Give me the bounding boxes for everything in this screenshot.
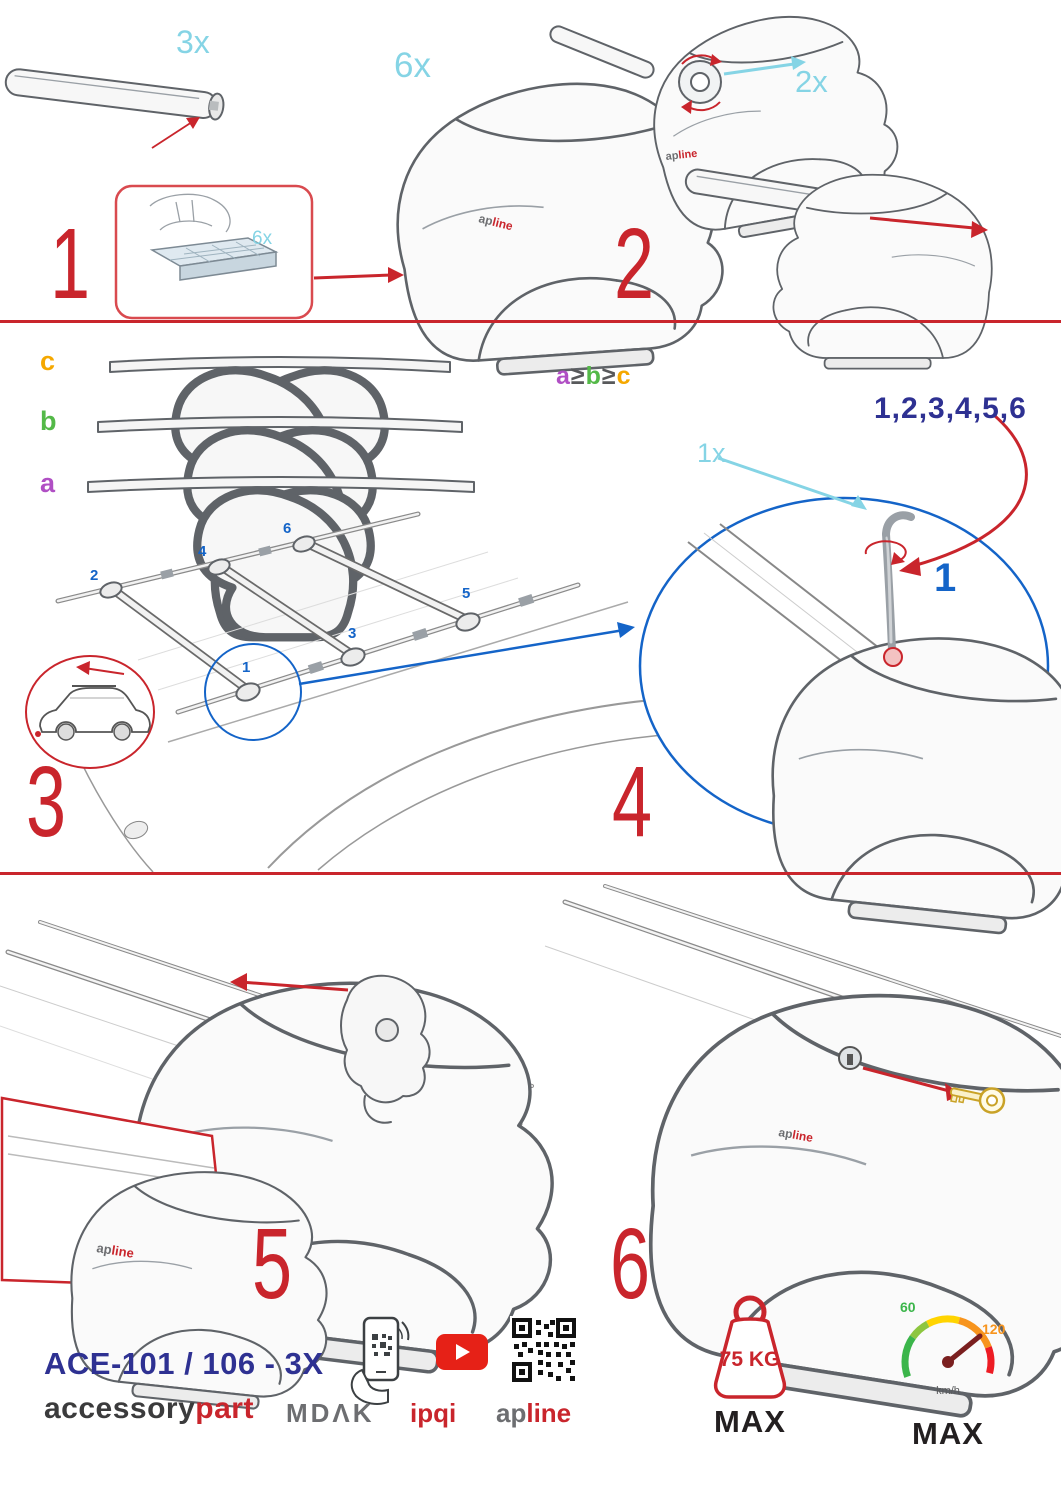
roof-mounting-illustration: 2 4 6 1 3 5 bbox=[55, 511, 677, 873]
step5-illustration: apline bbox=[0, 920, 583, 1416]
zoom-arrow bbox=[617, 622, 635, 638]
step5-number: 5 bbox=[252, 1208, 293, 1320]
bar-sizes-illustration bbox=[87, 356, 475, 639]
step1-number: 1 bbox=[50, 208, 91, 320]
apline-logo-on-foot: apline bbox=[777, 1125, 814, 1145]
max-speed-icon: 60 120 km/h bbox=[900, 1299, 1006, 1397]
step6-illustration: apline bbox=[544, 884, 1061, 1435]
section-divider bbox=[0, 320, 1061, 323]
insert-arrow bbox=[971, 221, 988, 238]
step4-number: 4 bbox=[612, 746, 653, 858]
qr-code bbox=[510, 1316, 578, 1384]
rule-a: a bbox=[556, 362, 571, 390]
knob-qty-label: 2x bbox=[795, 64, 828, 99]
tool-qty-label: 1x bbox=[697, 438, 726, 468]
attach-arrow bbox=[230, 973, 247, 991]
scan-phone-icon bbox=[350, 1316, 410, 1405]
crossbar-illustration bbox=[4, 68, 225, 121]
bar-label-a: a bbox=[40, 468, 56, 498]
zoom-source-circle bbox=[204, 643, 302, 741]
max-load-icon: 75 KG bbox=[713, 1295, 787, 1399]
apline-logo-on-foot: apline bbox=[477, 211, 514, 233]
knob-qty-arrow bbox=[791, 56, 806, 70]
key-icon bbox=[949, 1087, 1006, 1114]
rule-c: c bbox=[616, 362, 632, 390]
clamp-arm-illustration bbox=[340, 974, 431, 1124]
tension-bolt bbox=[883, 647, 903, 667]
bar-label-b: b bbox=[40, 406, 57, 436]
bar-label-c: c bbox=[40, 346, 56, 376]
speed-tick-low: 60 bbox=[900, 1299, 916, 1315]
youtube-icon bbox=[436, 1334, 488, 1370]
speed-unit: km/h bbox=[936, 1385, 960, 1397]
step2-illustration: apline bbox=[549, 0, 993, 370]
max-load-label: MAX bbox=[714, 1404, 786, 1439]
car-direction-inset bbox=[25, 655, 155, 769]
speed-tick-high: 120 bbox=[982, 1321, 1006, 1337]
step3-number: 3 bbox=[26, 746, 67, 858]
brand-wordmark: accessorypart bbox=[44, 1392, 254, 1426]
brand-part: part bbox=[195, 1392, 254, 1425]
sequence-arrow bbox=[899, 414, 1028, 576]
max-speed-label: MAX bbox=[912, 1416, 984, 1451]
pos-2-label: 2 bbox=[90, 567, 98, 584]
bar-callout-arrow bbox=[186, 117, 200, 129]
pos-5-label: 5 bbox=[462, 585, 470, 602]
rule-b: b bbox=[585, 362, 602, 390]
foot-qty-label: 6x bbox=[394, 46, 431, 85]
apline-logo: apline bbox=[496, 1398, 572, 1428]
zoom-detail-illustration bbox=[638, 496, 1061, 943]
tighten-sequence: 1,2,3,4,5,6 bbox=[874, 392, 1027, 425]
pos-3-label: 3 bbox=[348, 625, 356, 642]
brand-accessory: accessory bbox=[44, 1392, 196, 1425]
model-code: ACE-101 / 106 - 3X bbox=[44, 1346, 324, 1381]
car-silhouette bbox=[39, 687, 151, 733]
step6-number: 6 bbox=[610, 1208, 651, 1320]
apline-logo-on-foot: apline bbox=[96, 1240, 135, 1261]
tool-qty-arrow bbox=[717, 456, 867, 510]
pad-qty-label: 6x bbox=[252, 228, 273, 249]
apline-logo-on-foot: apline bbox=[665, 148, 698, 163]
direction-arrow bbox=[76, 661, 90, 675]
mdak-logo: MDΛK bbox=[286, 1398, 375, 1428]
lower-foot-illustration bbox=[772, 174, 993, 370]
bar-qty-label: 3x bbox=[176, 24, 210, 60]
bar-a bbox=[87, 476, 475, 639]
speedometer-needle bbox=[945, 1333, 983, 1365]
rotate-arrow bbox=[891, 552, 905, 565]
pos-6-label: 6 bbox=[283, 520, 291, 537]
first-position-label: 1 bbox=[934, 556, 957, 600]
max-load-value: 75 KG bbox=[720, 1348, 781, 1371]
step1-illustration: apline 6x bbox=[4, 68, 730, 383]
size-rule: a≥b≥c bbox=[556, 362, 632, 390]
ipqi-logo: ipqi bbox=[410, 1398, 457, 1428]
bar-b bbox=[97, 416, 463, 579]
step2-number: 2 bbox=[614, 208, 655, 320]
pos-4-label: 4 bbox=[198, 543, 207, 560]
bar-c bbox=[109, 356, 451, 519]
pos-1-label: 1 bbox=[242, 659, 250, 676]
inset-arrow bbox=[388, 267, 404, 283]
section-divider bbox=[0, 872, 1061, 875]
